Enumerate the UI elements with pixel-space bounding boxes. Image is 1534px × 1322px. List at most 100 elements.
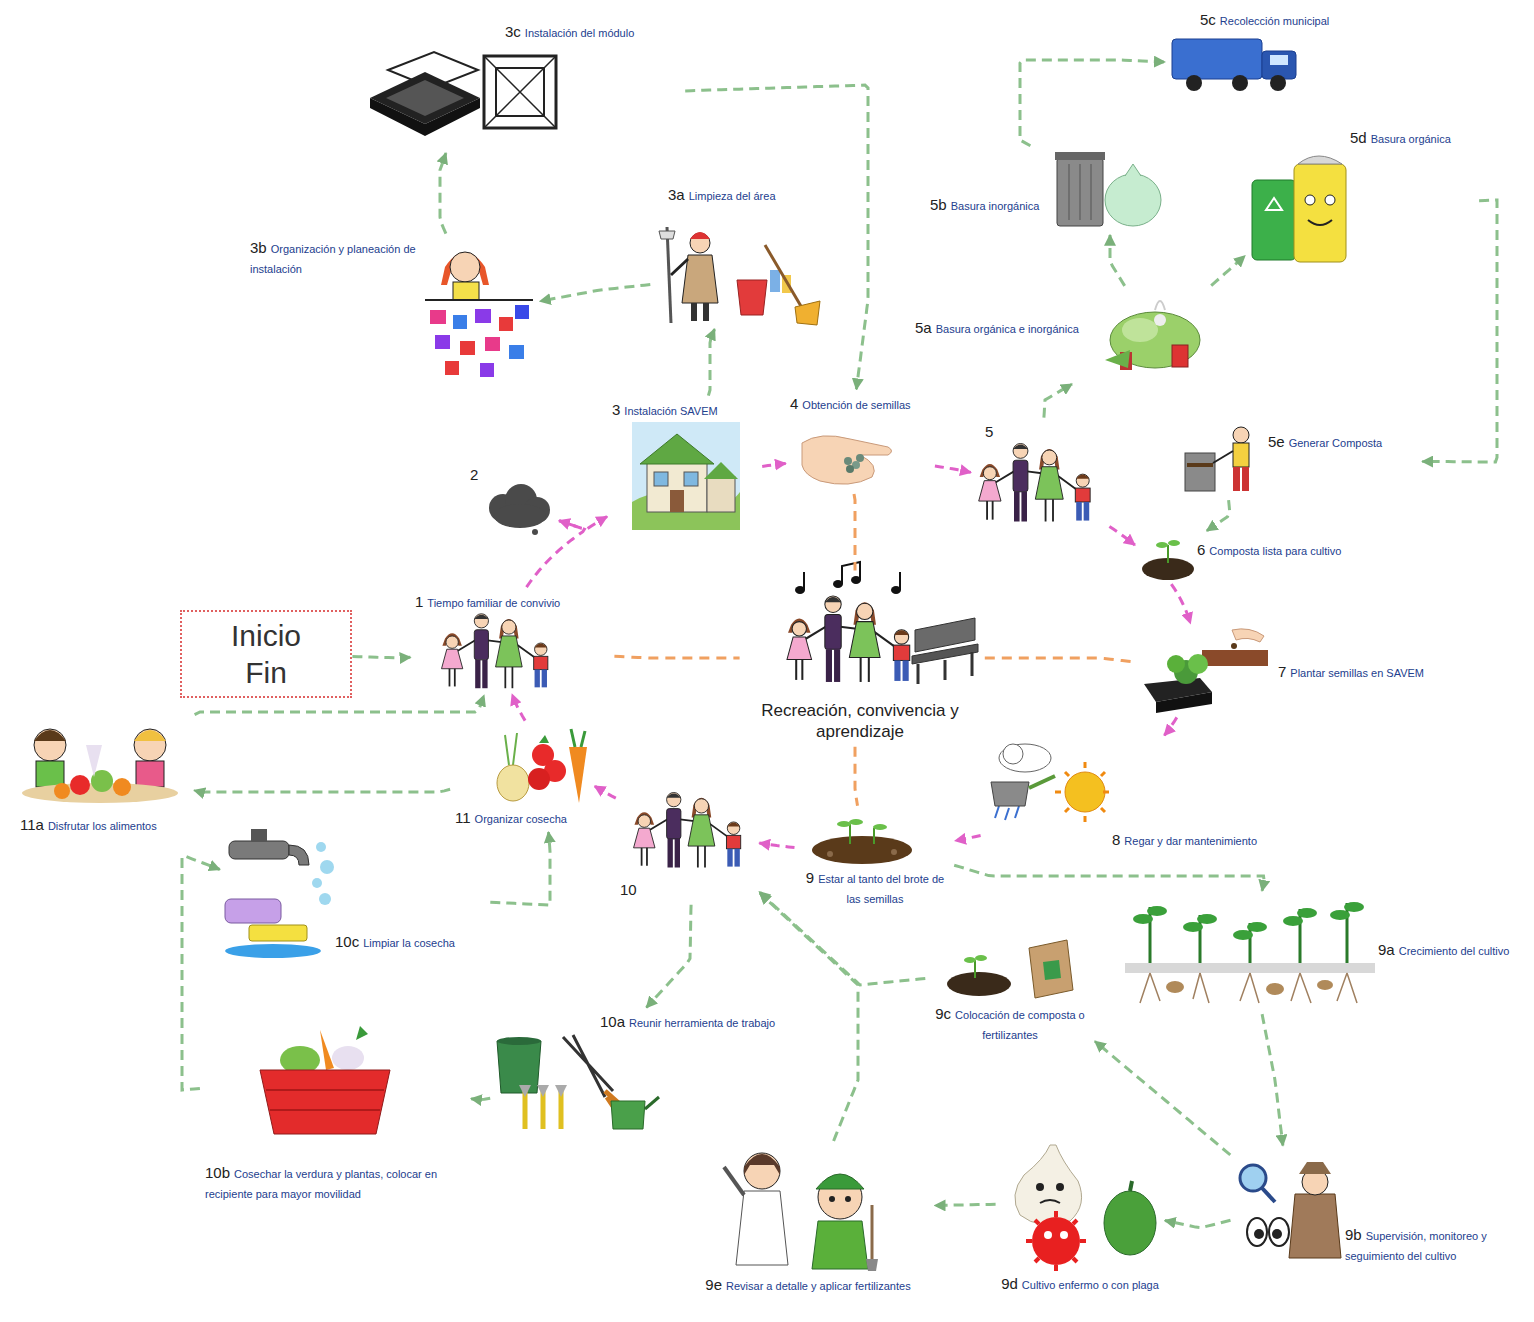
- callout-number: 3: [612, 401, 620, 418]
- compost-mound: [1167, 545, 1169, 563]
- step-node: 5: [971, 418, 1109, 529]
- kids-eating: [136, 761, 164, 787]
- callout-number: 11: [455, 809, 471, 826]
- cleaning-person: [703, 303, 709, 321]
- flow-connector: [1165, 1220, 1231, 1227]
- fertilizer-bag: [947, 972, 1011, 996]
- label-group: 5cRecolección municipal: [1200, 10, 1360, 30]
- step-node: 3bOrganización y planeación de instalaci…: [246, 234, 539, 384]
- planning-girl: [435, 335, 450, 349]
- callout-number: 4: [790, 395, 798, 412]
- sick-crop: [1056, 1183, 1064, 1191]
- planning-girl: [460, 341, 475, 355]
- cleaning-person: [671, 259, 688, 275]
- garbage-truck: [1172, 39, 1296, 91]
- garbage-truck: [1172, 39, 1262, 79]
- step-node: 3aLimpieza del área: [651, 181, 852, 329]
- step-label: Generar Composta: [1289, 437, 1383, 449]
- fertilizer-bag: [947, 940, 1073, 998]
- callout-number: 6: [1197, 541, 1205, 558]
- step-label: Disfrutar los alimentos: [48, 820, 157, 832]
- step-node: 11Organizar cosecha: [451, 721, 594, 832]
- compost-mound: [1156, 542, 1168, 548]
- growing-plants: [1330, 910, 1350, 920]
- watering-sun: [995, 806, 1019, 820]
- inspector-figure: [1254, 1229, 1264, 1239]
- vegetables: [497, 765, 529, 801]
- planning-girl: [430, 310, 446, 324]
- step-label: Composta lista para cultivo: [1209, 545, 1341, 557]
- callout-number: 10c: [335, 933, 359, 950]
- inspector-figure: [1247, 1218, 1267, 1246]
- planning-girl: [425, 252, 533, 377]
- flow-connector: [1207, 500, 1230, 531]
- callout-number: 7: [1278, 663, 1286, 680]
- hand-seeds: [856, 454, 864, 462]
- planning-girl: [453, 315, 467, 329]
- flow-connector: [954, 865, 1264, 891]
- label-group: 10aReunir herramienta de trabajo: [600, 1012, 800, 1032]
- callout-number: 3c: [505, 23, 521, 40]
- growing-plants: [1166, 981, 1184, 993]
- thought-cloud: [494, 504, 546, 528]
- step-label: Limpieza del área: [689, 190, 776, 202]
- garden-tools: [497, 1041, 541, 1093]
- sick-crop: [1104, 1191, 1156, 1255]
- growing-plants: [1197, 914, 1217, 924]
- flow-connector: [540, 285, 650, 302]
- washing-items: [320, 860, 334, 874]
- planning-girl: [453, 282, 479, 300]
- sprouting-soil: [850, 824, 874, 844]
- harvest-basket: [332, 1046, 364, 1070]
- sprouting-soil: [837, 821, 851, 827]
- module-frames: [386, 80, 464, 116]
- flow-connector: [195, 695, 484, 714]
- harvest-basket: [260, 1026, 390, 1134]
- label-group: 8Regar y dar mantenimiento: [1112, 830, 1302, 850]
- step-node: 9bSupervisión, monitoreo y seguimiento d…: [1231, 1146, 1529, 1269]
- sprouting-soil: [812, 836, 912, 864]
- step-node: 1Tiempo familiar de convivio: [411, 588, 614, 694]
- thought-cloud: [532, 529, 538, 535]
- cleaning-person: [667, 227, 671, 323]
- washing-items: [312, 878, 322, 888]
- step-label: Supervisión, monitoreo y seguimiento del…: [1345, 1230, 1487, 1262]
- sick-crop: [1015, 1145, 1156, 1271]
- fertilizer-bag: [975, 955, 987, 961]
- center-label: Recreación, convivencia y aprendizaje: [761, 701, 958, 741]
- kids-eating: [54, 783, 70, 799]
- flow-connector: [759, 892, 925, 985]
- garbage-pile: [1122, 318, 1158, 342]
- cleaning-person: [770, 270, 780, 292]
- step-label: Reunir herramienta de trabajo: [629, 1017, 775, 1029]
- step-label: Regar y dar mantenimiento: [1124, 835, 1257, 847]
- step-label: Crecimiento del cultivo: [1399, 945, 1510, 957]
- label-group: 3cInstalación del módulo: [505, 22, 680, 42]
- label-group: 5aBasura orgánica e inorgánica: [915, 318, 1095, 338]
- house-picture: [704, 462, 738, 479]
- label-group: 9Estar al tanto del brote de las semilla…: [800, 868, 950, 908]
- flow-connector: [708, 329, 714, 396]
- cleaning-person: [682, 255, 718, 303]
- module-frames: [484, 56, 556, 128]
- flow-connector: [646, 905, 691, 1008]
- step-label: Basura orgánica e inorgánica: [936, 323, 1079, 335]
- kids-eating: [134, 730, 166, 741]
- vegetables: [539, 735, 549, 743]
- recreation-scene: [795, 562, 978, 684]
- advisors-figure: [816, 1174, 864, 1189]
- vegetables: [571, 729, 585, 747]
- inspector-figure: [1299, 1162, 1331, 1174]
- garbage-truck: [1232, 75, 1248, 91]
- label-group: 11aDisfrutar los alimentos: [20, 815, 190, 835]
- flow-connector: [1020, 60, 1165, 146]
- kids-eating: [34, 730, 66, 741]
- label-group: 9aCrecimiento del cultivo: [1378, 940, 1526, 960]
- flow-connector: [512, 694, 525, 720]
- start-end-label: Inicio Fin: [211, 617, 321, 692]
- planning-girl: [441, 252, 489, 285]
- inspector-figure: [1272, 1229, 1282, 1239]
- step-label: Revisar a detalle y aplicar fertilizante…: [726, 1280, 911, 1292]
- flow-connector: [759, 843, 794, 847]
- label-group: 6 Composta lista para cultivo: [1197, 540, 1387, 560]
